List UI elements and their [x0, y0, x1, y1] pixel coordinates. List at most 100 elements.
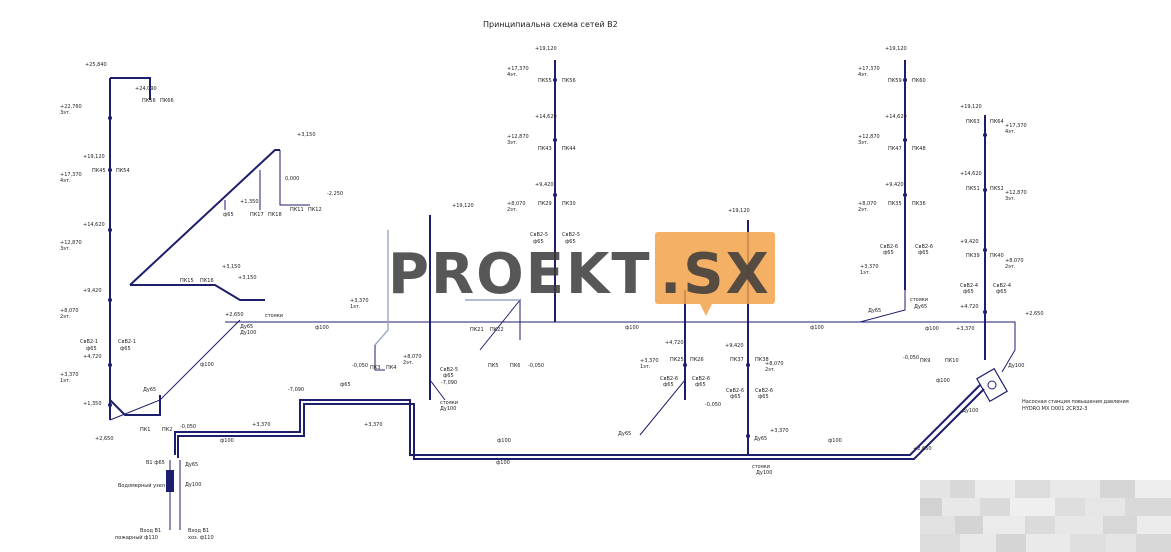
node [108, 363, 112, 367]
fixture-label: ПК51 [966, 186, 980, 192]
elevation-label: +17,370 [1005, 123, 1027, 129]
diagonal-system: +3,150 0,000 -2,250 +1,350 +3,150 +3,150… [129, 132, 343, 336]
elevation-label: +19,120 [83, 154, 105, 160]
riser-label: СвВ2-5 [562, 232, 580, 238]
elevation-label: +3,150 [222, 264, 241, 270]
fixture-label: ПК15 [180, 278, 194, 284]
node [983, 310, 987, 314]
watermark-pointer [700, 304, 712, 316]
floor-label: 3эт. [60, 110, 71, 116]
floor-label: 4эт. [60, 178, 71, 184]
floor-label: 4эт. [858, 72, 869, 78]
pipe-diameter: Ду100 [756, 470, 772, 476]
watermark-box [655, 232, 775, 304]
fixture-label: ПК17 [250, 212, 264, 218]
fixture-label: ПК29 [538, 201, 552, 207]
riser-group-rightA: +19,120 +17,370 4эт. +14,620 +12,870 3эт… [858, 46, 933, 323]
node [983, 133, 987, 137]
riser-diameter: ф65 [86, 346, 97, 352]
pipe-diameter: Ду100 [962, 408, 978, 414]
elevation-label: +4,720 [960, 304, 979, 310]
elevation-label: +14,620 [535, 114, 557, 120]
riser-label: СвВ2-6 [880, 244, 898, 250]
elevation-label: +22,760 [60, 104, 82, 110]
elevation-label: -0,050 [528, 363, 544, 369]
elevation-label: -2,250 [327, 191, 343, 197]
branch-diagonal [479, 298, 521, 351]
elevation-label: +9,420 [960, 239, 979, 245]
fixture-label: ПК9 [920, 358, 931, 364]
elevation-label: +4,720 [83, 354, 102, 360]
pump-pipe [1001, 349, 1016, 373]
fixture-label: ПК5 [488, 363, 499, 369]
floor-label: 1эт. [350, 304, 361, 310]
pipe-diameter: Ду65 [618, 431, 631, 437]
note-label: стояки [910, 297, 928, 303]
faint-pipe [374, 230, 389, 346]
fixture-label: ПК37 [730, 357, 744, 363]
elevation-label: +12,870 [858, 134, 880, 140]
riser-group-midleft: +19,120 +3,370 1эт. -0,050 +8,070 2эт. С… [340, 203, 474, 412]
elevation-label: +2,650 [1025, 311, 1044, 317]
elevation-label: +9,420 [885, 182, 904, 188]
riser-diameter: ф65 [695, 382, 706, 388]
elevation-label: +12,870 [507, 134, 529, 140]
riser-group-center: +19,120 +17,370 4эт. +14,620 +12,870 3эт… [507, 46, 580, 322]
elevation-label: +25,840 [85, 62, 107, 68]
pump-icon [987, 380, 997, 390]
watermark-text-left: PROEKT [388, 242, 652, 307]
riser-diameter: ф65 [730, 394, 741, 400]
node [108, 168, 112, 172]
elevation-label: +4,720 [665, 340, 684, 346]
elevation-label: +3,150 [238, 275, 257, 281]
elevation-label: +8,070 [403, 354, 422, 360]
elevation-label: -0,050 [903, 355, 919, 361]
elevation-label: +19,120 [885, 46, 907, 52]
riser-diameter: ф65 [533, 239, 544, 245]
node [903, 138, 907, 142]
floor-label: 3эт. [858, 140, 869, 146]
main-line: ф100 ф100 ф100 ф100 Ду65 [109, 319, 960, 421]
elevation-label: +3,370 [640, 358, 659, 364]
pipe-diameter: ф100 [936, 378, 950, 384]
pump-symbol [976, 367, 1008, 403]
feed-diagonal [109, 319, 241, 421]
fixture-label: ПК55 [538, 78, 552, 84]
fixture-label: ПК48 [912, 146, 926, 152]
floor-label: 2эт. [765, 367, 776, 373]
water-meter [166, 470, 174, 492]
note-label: стояки [265, 313, 283, 319]
riser-diameter: ф65 [663, 382, 674, 388]
elevation-label: +19,120 [728, 208, 750, 214]
riser-label: СвВ2-1 [80, 339, 98, 345]
watermark: PROEKT .SX [388, 232, 775, 316]
pipe-diameter: ф100 [200, 362, 214, 368]
elevation-label: +19,120 [960, 104, 982, 110]
floor-label: 2эт. [1005, 264, 1016, 270]
fixture-label: ПК64 [990, 119, 1004, 125]
loop-pipe [174, 384, 981, 456]
elevation-label: +8,070 [1005, 258, 1024, 264]
lower-loop: ф100 ф100 ф100 ф100 -7,090 +3,370 +3,370… [174, 384, 985, 488]
riser-diameter: ф65 [443, 373, 454, 379]
floor-label: 4эт. [507, 72, 518, 78]
fixture-label: ПК21 [470, 327, 484, 333]
floor-label: 3эт. [507, 140, 518, 146]
node [903, 193, 907, 197]
pipe-diameter: Ду65 [185, 462, 198, 468]
floor-label: 2эт. [507, 207, 518, 213]
riser-label: СвВ2-6 [692, 376, 710, 382]
pipe-diameter: ф100 [220, 438, 234, 444]
riser-diameter: ф65 [883, 250, 894, 256]
node [108, 298, 112, 302]
elevation-label: +9,420 [725, 343, 744, 349]
elevation-label: +8,070 [858, 201, 877, 207]
elevation-label: -7,090 [288, 387, 304, 393]
elevation-label: +3,370 [252, 422, 271, 428]
riser-label: СвВ2-4 [960, 283, 978, 289]
elevation-label: +24,090 [135, 86, 157, 92]
node [553, 78, 557, 82]
pipe-diameter: ф100 [828, 438, 842, 444]
fixture-label: ПК4 [386, 365, 397, 371]
